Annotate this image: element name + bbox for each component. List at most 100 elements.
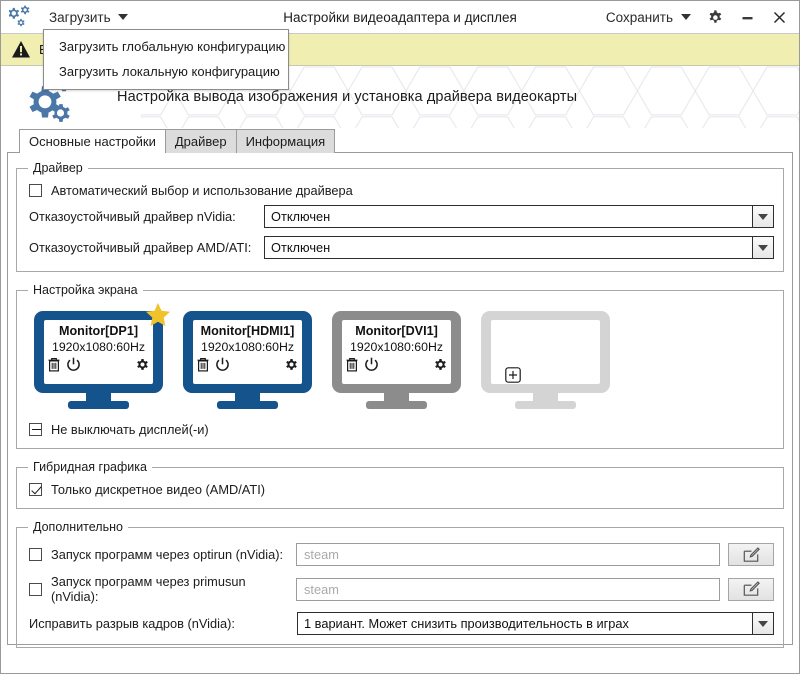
amd-fallback-row: Отказоустойчивый драйвер AMD/ATI: Отключ… [26,232,774,263]
load-menu-button[interactable]: Загрузить [45,7,132,28]
monitor-card-add[interactable] [479,309,612,409]
screen-group: Настройка экрана Monitor[DP1] [16,283,784,449]
optirun-input[interactable]: steam [296,543,720,566]
tearfix-label: Исправить разрыв кадров (nVidia): [29,616,235,631]
tearfix-value: 1 вариант. Может снизить производительно… [304,616,629,631]
monitor-actions [194,357,301,372]
app-gears-icon [9,5,30,27]
settings-panel: Драйвер Автоматический выбор и использов… [7,152,793,648]
monitor-info: Monitor[HDMI1] 1920x1080:60Hz [194,321,301,383]
primusrun-row: Запуск программ через primusun (nVidia):… [26,570,774,608]
auto-driver-checkbox[interactable] [29,184,42,197]
auto-driver-row[interactable]: Автоматический выбор и использование дра… [26,180,774,201]
close-icon [773,11,785,23]
monitor-card[interactable]: Monitor[HDMI1] 1920x1080:60Hz [181,309,314,409]
no-blank-label: Не выключать дисплей(-и) [51,422,209,437]
discrete-video-label: Только дискретное видео (AMD/ATI) [51,482,266,497]
menu-item-global-config[interactable]: Загрузить глобальную конфигурацию [59,39,286,54]
optirun-row: Запуск программ через optirun (nVidia): … [26,539,774,570]
title-bar-controls: Сохранить [600,4,793,30]
power-icon[interactable] [364,357,379,372]
optirun-edit-button[interactable] [728,543,774,566]
amd-fallback-combo[interactable]: Отключен [264,236,774,259]
power-icon[interactable] [215,357,230,372]
gear-icon[interactable] [135,357,150,372]
monitor-frame-icon [332,311,461,409]
minimize-button[interactable] [733,4,761,30]
dropdown-arrow-icon [752,206,773,227]
tab-main-settings[interactable]: Основные настройки [19,129,166,153]
nvidia-fallback-label: Отказоустойчивый драйвер nVidia: [29,209,236,224]
dropdown-arrow-icon [752,237,773,258]
trash-icon[interactable] [196,357,210,372]
pencil-square-icon [743,546,760,562]
save-menu-label: Сохранить [605,9,673,25]
minimize-icon [742,16,752,19]
driver-group-legend: Драйвер [33,161,83,175]
chevron-down-icon [681,14,691,20]
primusrun-label: Запуск программ через primusun (nVidia): [51,574,246,604]
driver-group: Драйвер Автоматический выбор и использов… [16,161,784,272]
power-icon[interactable] [66,357,81,372]
menu-item-local-config[interactable]: Загрузить локальную конфигурацию [59,64,280,79]
tab-information[interactable]: Информация [235,129,336,153]
gear-icon[interactable] [433,357,448,372]
primusrun-checkbox[interactable] [29,582,42,596]
settings-button[interactable] [701,4,729,30]
monitor-actions [343,357,450,372]
monitor-frame-icon [481,311,610,409]
monitor-info: Monitor[DVI1] 1920x1080:60Hz [343,321,450,383]
tab-driver[interactable]: Драйвер [164,129,237,153]
banner-title: Настройка вывода изображения и установка… [117,89,578,105]
primary-star-icon [146,303,170,326]
monitor-resolution: 1920x1080:60Hz [201,340,294,354]
amd-fallback-value: Отключен [271,240,331,255]
gear-icon[interactable] [284,357,299,372]
chevron-down-icon [117,14,128,20]
load-dropdown-menu[interactable]: Загрузить глобальную конфигурацию Загруз… [43,29,289,90]
close-button[interactable] [765,4,793,30]
dropdown-arrow-icon [752,613,773,634]
monitor-name: Monitor[HDMI1] [200,324,295,338]
monitor-actions [45,357,152,372]
monitor-name: Monitor[DVI1] [355,324,438,338]
hybrid-graphics-legend: Гибридная графика [33,460,147,474]
auto-driver-label: Автоматический выбор и использование дра… [51,183,353,198]
additional-group-legend: Дополнительно [33,520,123,534]
monitor-list: Monitor[DP1] 1920x1080:60Hz [26,302,774,415]
no-blank-row[interactable]: Не выключать дисплей(-и) [26,415,774,440]
monitor-resolution: 1920x1080:60Hz [52,340,145,354]
amd-fallback-label: Отказоустойчивый драйвер AMD/ATI: [29,240,252,255]
monitor-card[interactable]: Monitor[DP1] 1920x1080:60Hz [32,303,170,409]
monitor-card[interactable]: Monitor[DVI1] 1920x1080:60Hz [330,309,463,409]
primusrun-edit-button[interactable] [728,577,774,601]
monitor-resolution: 1920x1080:60Hz [350,340,443,354]
warning-triangle-icon [12,41,30,58]
hybrid-graphics-group: Гибридная графика Только дискретное виде… [16,460,784,509]
no-blank-checkbox[interactable] [29,423,42,436]
primusrun-input[interactable]: steam [296,577,720,601]
trash-icon[interactable] [345,357,359,372]
save-menu-button[interactable]: Сохранить [600,7,697,28]
optirun-checkbox[interactable] [29,548,42,561]
nvidia-fallback-row: Отказоустойчивый драйвер nVidia: Отключе… [26,201,774,232]
pencil-square-icon [743,581,760,596]
monitor-name: Monitor[DP1] [58,324,139,338]
tearfix-row: Исправить разрыв кадров (nVidia): 1 вари… [26,608,774,639]
nvidia-fallback-value: Отключен [271,209,331,224]
monitor-frame-icon [183,311,312,409]
nvidia-fallback-combo[interactable]: Отключен [264,205,774,228]
plus-in-box-icon[interactable] [505,367,521,383]
tearfix-combo[interactable]: 1 вариант. Может снизить производительно… [297,612,774,635]
monitor-frame-icon [34,311,163,409]
optirun-label: Запуск программ через optirun (nVidia): [51,547,284,562]
additional-group: Дополнительно Запуск программ через opti… [16,520,784,648]
monitor-info: Monitor[DP1] 1920x1080:60Hz [45,321,152,383]
screen-group-legend: Настройка экрана [33,283,138,297]
discrete-video-checkbox[interactable] [29,483,42,496]
tab-strip: Основные настройки Драйвер Информация [1,128,799,153]
load-menu-label: Загрузить [49,9,111,25]
trash-icon[interactable] [47,357,61,372]
discrete-video-row[interactable]: Только дискретное видео (AMD/ATI) [26,479,774,500]
